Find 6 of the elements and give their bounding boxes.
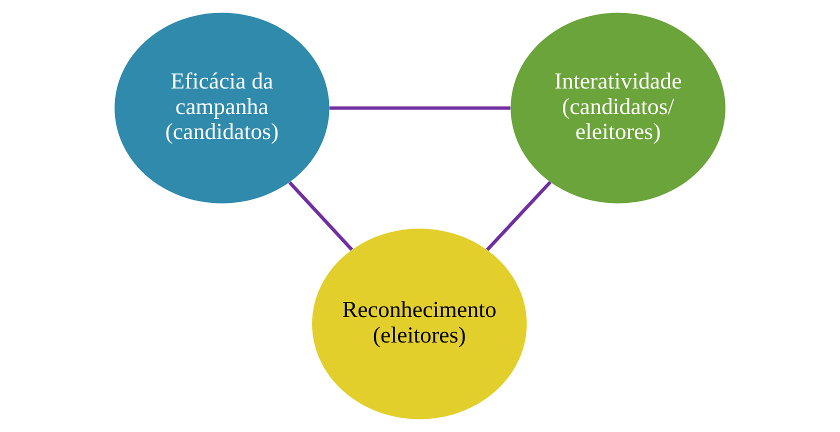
connector [329,106,510,110]
node-ellipse: Interatividade (candidatos/ eleitores) [510,12,726,204]
node-ellipse: Eficácia da campanha (candidatos) [114,12,330,204]
node-ellipse: Reconhecimento (eleitores) [312,228,527,420]
connector [288,181,354,251]
connector [486,180,552,252]
